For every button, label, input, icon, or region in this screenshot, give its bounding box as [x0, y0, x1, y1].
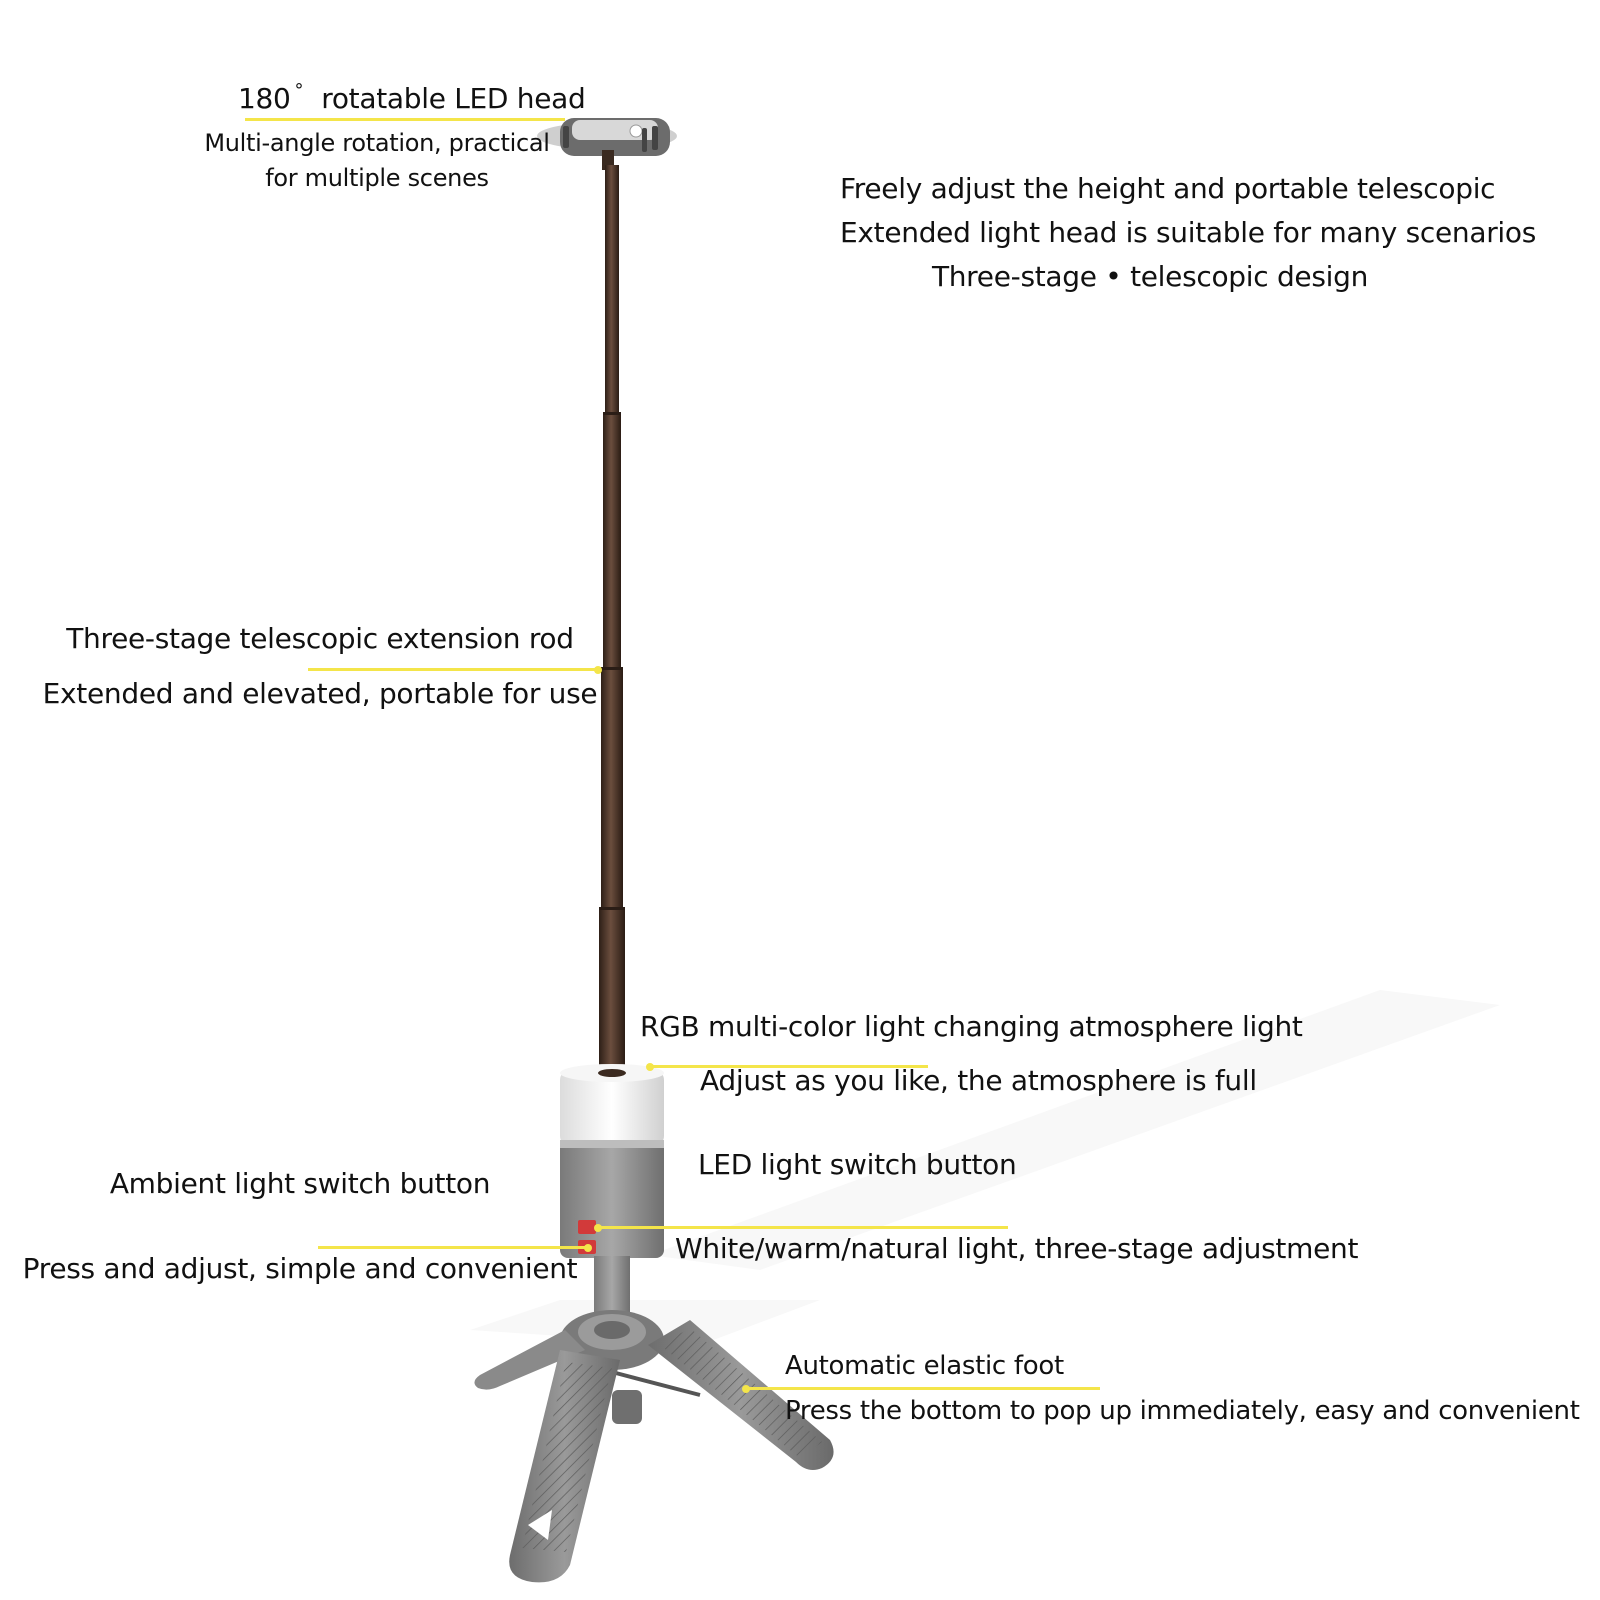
- foot-desc: Press the bottom to pop up immediately, …: [785, 1396, 1580, 1426]
- rgb-desc: Adjust as you like, the atmosphere is fu…: [700, 1064, 1257, 1097]
- rod-desc: Extended and elevated, portable for use: [42, 677, 598, 710]
- intro-line-1: Freely adjust the height and portable te…: [840, 172, 1496, 205]
- led-head-desc-2: for multiple scenes: [265, 164, 489, 192]
- ambient-switch-desc: Press and adjust, simple and convenient: [22, 1252, 578, 1285]
- led-head-desc-1: Multi-angle rotation, practical: [204, 129, 550, 157]
- led-switch-button: [578, 1220, 596, 1234]
- tripod-base: [474, 1310, 834, 1583]
- rod-title: Three-stage telescopic extension rod: [66, 622, 574, 655]
- intro-line-2: Extended light head is suitable for many…: [840, 216, 1537, 249]
- led-switch-leader-dot: [594, 1224, 602, 1232]
- foot-leader-dot: [742, 1385, 750, 1393]
- foot-title: Automatic elastic foot: [785, 1351, 1064, 1381]
- rod-leader: [308, 668, 598, 671]
- tripod-leg-front: [509, 1350, 620, 1583]
- ambient-switch-title: Ambient light switch button: [109, 1167, 491, 1200]
- intro-line-3: Three-stage • telescopic design: [931, 260, 1369, 293]
- rgb-leader: [648, 1065, 928, 1068]
- led-head-title: 180°rotatable LED head: [238, 80, 586, 115]
- led-head: [537, 118, 677, 170]
- degree-symbol: °: [294, 80, 304, 101]
- rgb-title: RGB multi-color light changing atmospher…: [640, 1010, 1303, 1043]
- led-switch-leader: [596, 1226, 1008, 1229]
- ambient-switch-leader: [318, 1246, 588, 1249]
- tripod-leg-right: [648, 1320, 834, 1470]
- led-switch-desc: White/warm/natural light, three-stage ad…: [675, 1232, 1359, 1265]
- atmosphere-light-ring: [560, 1064, 664, 1146]
- foot-leader: [745, 1387, 1100, 1390]
- led-switch-title: LED light switch button: [698, 1148, 1017, 1181]
- ambient-switch-leader-dot: [584, 1244, 592, 1252]
- telescopic-rod: [599, 165, 625, 1100]
- rod-leader-dot: [594, 666, 602, 674]
- led-head-leader: [245, 118, 565, 121]
- rgb-leader-dot: [646, 1063, 654, 1071]
- lamp-body: [560, 1140, 664, 1326]
